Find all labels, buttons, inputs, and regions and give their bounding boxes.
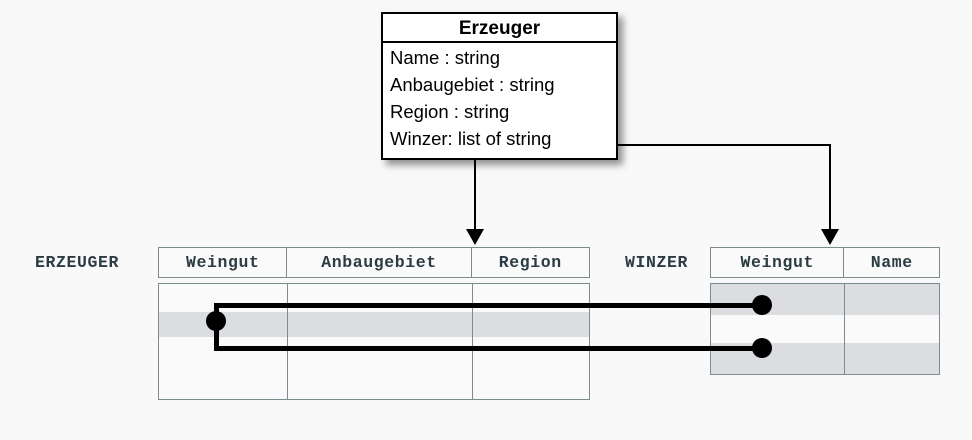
table-label-erzeuger: ERZEUGER bbox=[35, 253, 120, 272]
column-header-region: Region bbox=[498, 253, 562, 272]
uml-attribute-name: Name : string bbox=[390, 47, 501, 68]
fk-anchor-dot-winzer-row3 bbox=[752, 338, 772, 358]
table-row[interactable] bbox=[159, 337, 589, 365]
uml-class-box-erzeuger: Erzeuger Name : string Anbaugebiet : str… bbox=[381, 12, 618, 160]
uml-attribute-anbaugebiet: Anbaugebiet : string bbox=[390, 74, 555, 95]
uml-attribute-region: Region : string bbox=[390, 101, 510, 122]
mapping-arrow-right-head bbox=[821, 229, 839, 245]
table-label-winzer: WINZER bbox=[625, 253, 689, 272]
table-row[interactable] bbox=[159, 312, 589, 337]
column-header-name: Name bbox=[870, 253, 913, 272]
table-body-erzeuger bbox=[158, 283, 590, 400]
table-header-winzer: Weingut Name bbox=[710, 247, 940, 278]
column-header-weingut: Weingut bbox=[711, 248, 845, 277]
uml-class-name: Erzeuger bbox=[383, 14, 616, 43]
column-header-anbaugebiet: Anbaugebiet bbox=[287, 248, 472, 277]
column-divider bbox=[844, 284, 845, 374]
mapping-arrow-right-line-vertical bbox=[829, 144, 831, 232]
table-body-winzer bbox=[710, 283, 940, 375]
table-row[interactable] bbox=[711, 284, 939, 315]
uml-attribute-list: Name : string Anbaugebiet : string Regio… bbox=[383, 43, 616, 152]
column-divider bbox=[472, 284, 473, 399]
mapping-arrow-right-line-horizontal bbox=[607, 144, 831, 146]
fk-anchor-dot-erzeuger bbox=[206, 311, 226, 331]
mapping-arrow-left-head bbox=[466, 229, 484, 245]
uml-attribute-winzer: Winzer: list of string bbox=[390, 128, 552, 149]
column-divider bbox=[287, 284, 288, 399]
fk-link-branch-top bbox=[214, 303, 762, 308]
mapping-arrow-left-line bbox=[474, 160, 476, 232]
fk-anchor-dot-winzer-row1 bbox=[752, 295, 772, 315]
table-header-erzeuger: Weingut Anbaugebiet Region bbox=[158, 247, 590, 278]
table-row[interactable] bbox=[159, 365, 589, 399]
table-row[interactable] bbox=[711, 315, 939, 343]
fk-link-branch-bottom bbox=[214, 346, 762, 351]
column-header-weingut: Weingut bbox=[159, 248, 288, 277]
